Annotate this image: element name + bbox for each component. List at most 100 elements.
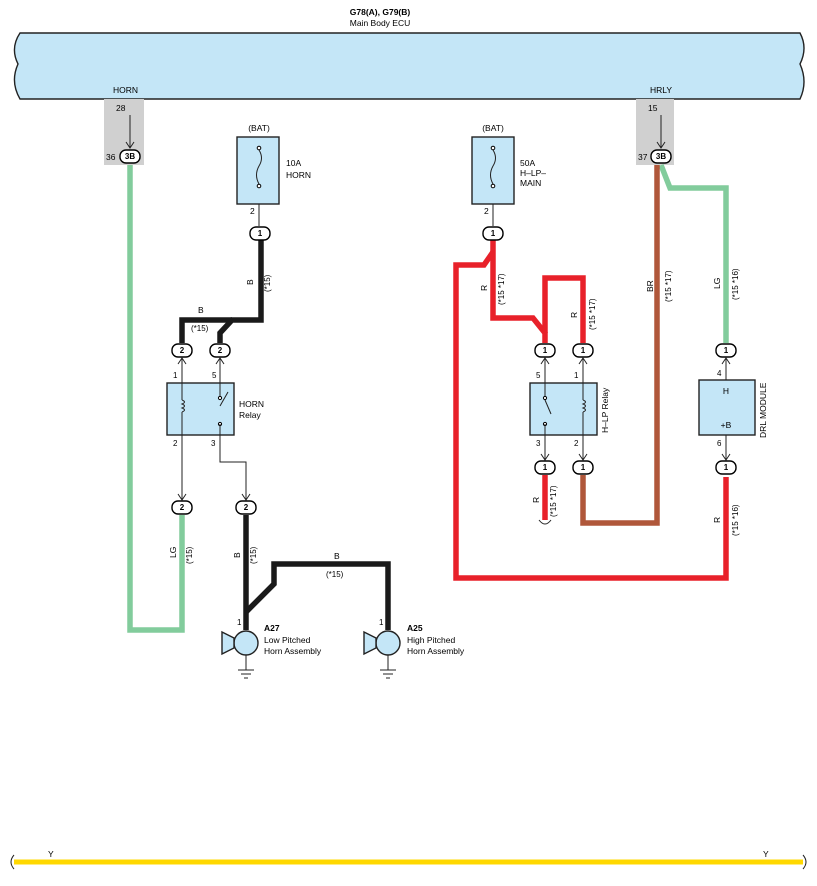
fuse-horn-junction — [249, 226, 271, 241]
drl-conn-6[interactable] — [715, 460, 737, 475]
fuse-main-junction-label: 1 — [491, 229, 496, 238]
label-n15-17-2: (*15 *17) — [588, 298, 597, 330]
horn-relay-pin-3: 3 — [211, 439, 216, 448]
hlp-relay-conn-5-label: 1 — [543, 346, 548, 355]
horn-relay-pin-2: 2 — [173, 439, 178, 448]
hlp-relay-conn-1-label: 1 — [581, 346, 586, 355]
horn-relay-conn-2[interactable] — [171, 500, 193, 515]
ecu-name-label: Main Body ECU — [350, 18, 410, 28]
fuse-horn-source: (BAT) — [248, 123, 270, 133]
ecu-hrly-pin[interactable] — [650, 149, 672, 164]
main-body-ecu[interactable] — [13, 32, 805, 100]
horn-relay-name-2: Relay — [239, 410, 261, 420]
fuse-main-name-2: MAIN — [520, 178, 541, 188]
wire-br — [580, 165, 660, 526]
label-n15-17-3: (*15 *17) — [549, 485, 558, 517]
label-b-3: B — [232, 552, 242, 558]
ecu-horn-pin-top: 28 — [116, 103, 126, 113]
hlp-relay-conn-2-label: 1 — [581, 463, 586, 472]
ecu-hrly-label: HRLY — [650, 85, 672, 95]
ecu-horn-pin-label: 3B — [125, 152, 135, 161]
label-b-1: B — [245, 279, 255, 285]
horn-relay-conn-3[interactable] — [235, 500, 257, 515]
fuse-10a-horn[interactable] — [236, 136, 280, 205]
fuse-main-junction — [482, 226, 504, 241]
hlp-relay-conn-5[interactable] — [534, 343, 556, 358]
horn-relay-pin-1: 1 — [173, 371, 178, 380]
horn-relay-conn-3-label: 2 — [244, 503, 249, 512]
fuse-horn-name: HORN — [286, 170, 311, 180]
horn-high-pin: 1 — [379, 618, 384, 627]
label-n15-5: (*15) — [326, 570, 344, 579]
horn-low-bell-icon — [221, 630, 235, 656]
horn-high[interactable] — [375, 630, 401, 656]
fuse-horn-pin: 2 — [250, 206, 255, 216]
horn-relay[interactable] — [166, 382, 235, 436]
wire-lg-horn — [127, 165, 185, 633]
label-r-2: R — [569, 312, 579, 318]
label-r-3: R — [531, 497, 541, 503]
hlp-relay-conn-2[interactable] — [572, 460, 594, 475]
horn-high-code: A25 — [407, 623, 423, 633]
wire-r-relay-1 — [542, 275, 586, 343]
horn-relay-pin-5: 5 — [212, 371, 217, 380]
horn-relay-name-1: HORN — [239, 399, 264, 409]
fuse-main-pin: 2 — [484, 206, 489, 216]
label-b-4: B — [334, 551, 340, 561]
wire-lg-drl — [658, 163, 729, 343]
drl-conn-4-label: 1 — [724, 346, 729, 355]
label-br: BR — [645, 280, 655, 292]
horn-relay-conn-2-label: 2 — [180, 503, 185, 512]
drl-module[interactable] — [698, 379, 756, 436]
horn-relay-conn-1-label: 2 — [180, 346, 185, 355]
wire-r-drl — [453, 250, 729, 581]
hlp-relay-name: H–LP Relay — [600, 387, 610, 433]
hlp-relay-pin-5: 5 — [536, 371, 541, 380]
horn-relay-conn-5[interactable] — [209, 343, 231, 358]
label-y-left: Y — [48, 849, 54, 859]
horn-relay-conn-1[interactable] — [171, 343, 193, 358]
label-r-1: R — [479, 285, 489, 291]
ecu-hrly-pin-side: 37 — [638, 152, 648, 162]
ecu-connector-label: G78(A), G79(B) — [350, 7, 411, 17]
wire-b-horn-high — [244, 561, 391, 630]
horn-high-name-1: High Pitched — [407, 635, 455, 645]
wire-b-relay-branch — [179, 317, 232, 343]
label-r-4: R — [712, 517, 722, 523]
label-n15-16-1: (*15 *16) — [731, 268, 740, 300]
hlp-relay-pin-2: 2 — [574, 439, 579, 448]
horn-high-bell-icon — [363, 630, 377, 656]
label-y-right: Y — [763, 849, 769, 859]
label-n15-4: (*15) — [249, 546, 258, 564]
hlp-relay[interactable] — [529, 382, 598, 436]
label-n15-17-4: (*15 *17) — [664, 270, 673, 302]
horn-low-code: A27 — [264, 623, 280, 633]
drl-pin-b: +B — [721, 420, 732, 430]
label-b-2: B — [198, 305, 204, 315]
horn-low-name-1: Low Pitched — [264, 635, 311, 645]
label-lg-2: LG — [712, 278, 722, 289]
label-n15-3: (*15) — [185, 546, 194, 564]
ecu-hrly-pin-label: 3B — [656, 152, 666, 161]
hlp-relay-conn-3-label: 1 — [543, 463, 548, 472]
ecu-horn-pin[interactable] — [119, 149, 141, 164]
fuse-main-source: (BAT) — [482, 123, 504, 133]
hlp-relay-conn-3[interactable] — [534, 460, 556, 475]
label-n15-2: (*15) — [191, 324, 209, 333]
fuse-main-name-1: H–LP– — [520, 168, 546, 178]
drl-conn-4[interactable] — [715, 343, 737, 358]
label-lg-1: LG — [168, 547, 178, 558]
drl-pin-h: H — [723, 386, 729, 396]
label-n15-17-1: (*15 *17) — [497, 273, 506, 305]
horn-low[interactable] — [233, 630, 259, 656]
hlp-relay-conn-1[interactable] — [572, 343, 594, 358]
horn-low-pin: 1 — [237, 618, 242, 627]
drl-name: DRL MODULE — [758, 382, 768, 438]
drl-pin-4: 4 — [717, 369, 722, 378]
ecu-horn-pin-side: 36 — [106, 152, 116, 162]
fuse-horn-junction-label: 1 — [258, 229, 263, 238]
drl-pin-6: 6 — [717, 439, 722, 448]
horn-low-name-2: Horn Assembly — [264, 646, 322, 656]
label-n15-16-2: (*15 *16) — [731, 504, 740, 536]
